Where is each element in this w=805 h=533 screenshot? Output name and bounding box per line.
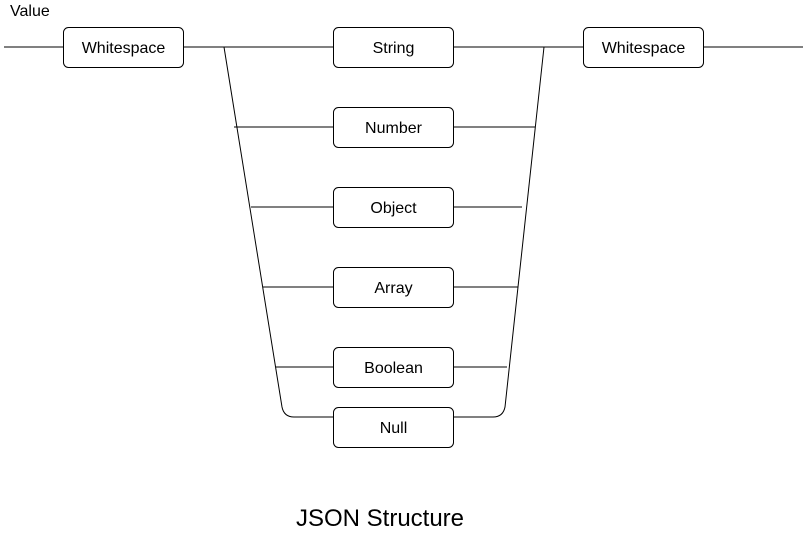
svg-text:Number: Number: [365, 120, 423, 137]
left-branch-line: [223, 46, 333, 418]
svg-text:Boolean: Boolean: [364, 360, 423, 377]
diagram-label: Value: [10, 3, 50, 20]
svg-text:Array: Array: [374, 280, 412, 297]
svg-text:String: String: [373, 40, 415, 57]
option-object-node: Object: [333, 187, 454, 228]
option-null-node: Null: [333, 407, 454, 448]
svg-text:Null: Null: [380, 420, 408, 437]
option-boolean-node: Boolean: [333, 347, 454, 388]
diagram-title: JSON Structure: [296, 505, 464, 532]
option-string-node: String: [333, 27, 454, 68]
svg-text:Whitespace: Whitespace: [602, 40, 686, 57]
option-array-node: Array: [333, 267, 454, 308]
option-number-node: Number: [333, 107, 454, 148]
leading-whitespace-node: Whitespace: [63, 27, 184, 68]
svg-text:Object: Object: [370, 200, 417, 217]
right-branch-line: [454, 46, 545, 418]
svg-text:Whitespace: Whitespace: [82, 40, 166, 57]
trailing-whitespace-node: Whitespace: [583, 27, 704, 68]
